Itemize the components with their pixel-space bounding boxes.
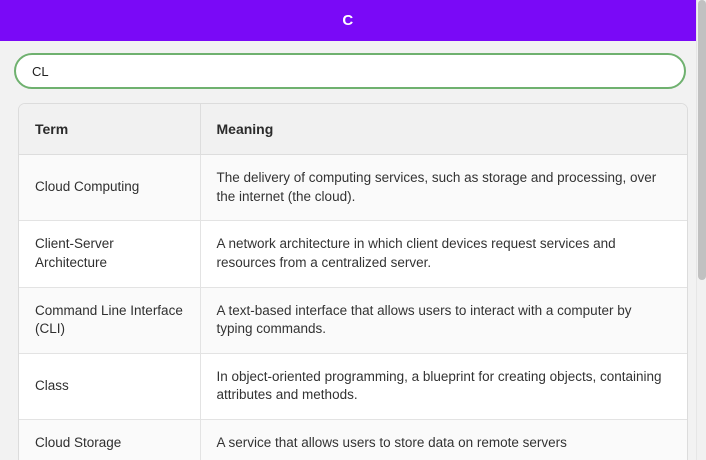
cell-term: Command Line Interface (CLI) [19, 287, 201, 354]
cell-term: Class [19, 353, 201, 421]
page-title: C [342, 12, 354, 29]
cell-meaning: A service that allows users to store dat… [200, 419, 687, 460]
cell-meaning: The delivery of computing services, such… [200, 154, 687, 222]
cell-term: Client-Server Architecture [19, 220, 201, 288]
vertical-scrollbar[interactable] [696, 0, 706, 460]
cell-meaning: In object-oriented programming, a bluepr… [200, 353, 687, 421]
column-header-term: Term [19, 104, 201, 155]
table-header: Term Meaning [19, 104, 687, 155]
table-row[interactable]: Command Line Interface (CLI)A text-based… [19, 287, 687, 354]
cell-term: Cloud Storage [19, 419, 201, 460]
scrollbar-thumb[interactable] [698, 0, 706, 280]
cell-meaning: A network architecture in which client d… [200, 220, 687, 288]
cell-term: Cloud Computing [19, 154, 201, 222]
column-header-meaning: Meaning [200, 104, 687, 155]
table-header-row: Term Meaning [19, 104, 687, 155]
search-input[interactable] [14, 53, 686, 89]
cell-meaning: A text-based interface that allows users… [200, 287, 687, 354]
app-header-bar: C [0, 0, 696, 41]
search-container [0, 41, 696, 89]
